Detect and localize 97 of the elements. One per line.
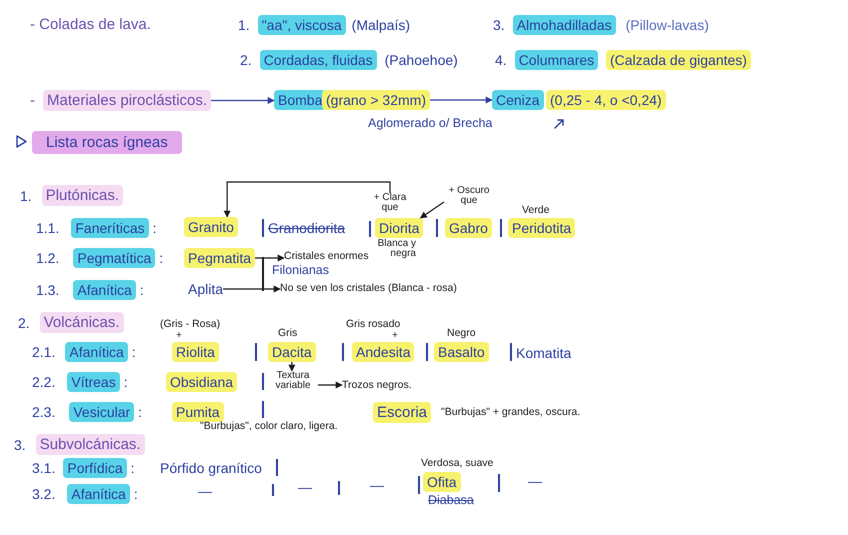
list-number: 2.2. xyxy=(32,373,56,391)
highlighted-heading: Plutónicas. xyxy=(42,185,124,206)
list-number: 3. xyxy=(14,436,26,454)
arrow xyxy=(430,96,493,104)
highlighted-term: Almohadilladas xyxy=(512,15,616,35)
annotation-text: (Pahoehoe) xyxy=(384,51,458,69)
annotation-text: Verdosa, suave xyxy=(421,458,494,469)
annotation-text: (Gris - Rosa) xyxy=(160,319,220,330)
arrow xyxy=(288,362,296,372)
highlighted-term: "aa", viscosa xyxy=(258,15,346,35)
list-number: 2.3. xyxy=(32,403,56,421)
crossed-out-word: Granodiorita xyxy=(268,219,346,237)
highlighted-term: Faneríticas xyxy=(71,218,149,238)
annotation-text: + Oscuro que xyxy=(444,186,494,206)
highlighted-term: Pegmatítica xyxy=(73,248,156,268)
arrow xyxy=(211,97,275,104)
colon-mark: : xyxy=(152,219,156,237)
list-number: 4. xyxy=(495,51,507,69)
highlighted-term: Vítreas xyxy=(67,372,120,392)
highlighted-term: Pumita xyxy=(172,402,224,422)
colon-mark: : xyxy=(138,403,142,421)
highlighted-heading: Subvolcánicas. xyxy=(36,434,145,455)
highlighted-term: Ofita xyxy=(423,472,461,492)
colon-mark: : xyxy=(132,343,136,361)
handwritten-note: Komatita xyxy=(516,344,572,362)
handwritten-note: Filonianas xyxy=(272,263,329,278)
annotation-text: Gris rosado xyxy=(346,319,400,330)
handwritten-note: - Coladas de lava. xyxy=(30,15,151,34)
highlighted-term: Vesicular xyxy=(69,402,134,422)
annotation-text: Negro xyxy=(447,328,476,339)
highlighted-term: Granito xyxy=(184,217,238,237)
highlighted-term: Dacita xyxy=(268,342,316,362)
list-number: 3.1. xyxy=(32,459,56,477)
highlighted-heading: Volcánicas. xyxy=(40,312,124,333)
colon-mark: : xyxy=(134,485,138,503)
annotation-text: (Pillow-lavas) xyxy=(626,16,709,34)
highlighted-term: Ceniza xyxy=(492,90,544,110)
dash-mark: — xyxy=(298,478,312,496)
highlighted-term: (grano > 32mm) xyxy=(322,90,430,110)
annotation-text: Textura variable xyxy=(268,371,318,391)
handwritten-note: Aplita xyxy=(188,280,224,298)
highlighted-term: Gabro xyxy=(445,218,492,238)
highlighted-term: Columnares xyxy=(514,50,598,70)
highlighted-term: Obsidiana xyxy=(166,372,238,392)
list-number: 3.2. xyxy=(32,485,56,503)
annotation-text: Verde xyxy=(522,205,550,216)
bullet-dash: - xyxy=(30,91,35,110)
colon-mark: : xyxy=(124,373,128,391)
annotation-text: Trozos negros. xyxy=(342,380,412,391)
annotation-text: No se ven los cristales (Blanca - rosa) xyxy=(280,283,457,294)
plus-sign: + xyxy=(392,331,398,341)
arrow xyxy=(420,202,444,218)
list-number: 2. xyxy=(240,51,252,69)
highlighted-heading: Lista rocas ígneas xyxy=(32,131,182,154)
colon-mark: : xyxy=(159,249,164,267)
annotation-text: Gris xyxy=(278,328,298,339)
list-number: 3. xyxy=(493,16,505,34)
highlighted-term: Cordadas, fluidas xyxy=(260,50,377,70)
arrow xyxy=(255,254,285,262)
colon-mark: : xyxy=(140,281,144,299)
highlighted-term: Peridotita xyxy=(508,218,576,238)
highlighted-term: (0,25 - 4, o <0,24) xyxy=(546,90,666,110)
arrow xyxy=(223,286,281,292)
plus-sign: + xyxy=(176,331,182,341)
annotation-text: "Burbujas" + grandes, oscura. xyxy=(441,407,580,418)
list-number: 2.1. xyxy=(32,343,56,361)
highlighted-term: Pegmatita xyxy=(184,248,256,268)
dash-mark: — xyxy=(528,472,542,490)
annotation-text: (Malpaís) xyxy=(352,16,410,34)
list-number: 2. xyxy=(18,314,30,332)
annotation-text: "Burbujas", color claro, ligera. xyxy=(200,421,338,432)
highlighted-term: (Calzada de gigantes) xyxy=(606,50,751,70)
list-number: 1.2. xyxy=(36,249,60,267)
crossed-out-word: Diabasa xyxy=(428,493,474,508)
list-number: 1.3. xyxy=(36,281,60,299)
list-number: 1. xyxy=(238,16,250,34)
highlighted-term: Riolita xyxy=(172,342,219,362)
handwritten-note: Pórfido granítico xyxy=(160,459,262,477)
arrow xyxy=(224,181,391,218)
dash-mark: — xyxy=(370,476,384,494)
list-number: 1.1. xyxy=(36,219,60,237)
highlighted-term: Andesita xyxy=(352,342,414,362)
highlighted-term: Afanítica xyxy=(73,280,136,300)
highlighted-heading: Materiales piroclásticos. xyxy=(43,90,212,111)
dash-mark: — xyxy=(198,482,212,500)
list-number: 1. xyxy=(20,186,32,204)
highlighted-term: Porfídica xyxy=(63,458,127,478)
handwritten-note: Aglomerado o/ Brecha xyxy=(368,116,492,131)
highlighted-term: Afanítica xyxy=(65,342,128,362)
arrow xyxy=(318,382,343,388)
highlighted-term: Diorita xyxy=(375,218,424,238)
highlighted-term: Basalto xyxy=(434,342,489,362)
colon-mark: : xyxy=(130,459,134,477)
annotation-text: + Clara que xyxy=(366,193,414,213)
highlighted-term: Afanítica xyxy=(67,484,130,504)
annotation-text: Cristales enormes xyxy=(284,251,369,262)
highlighted-term: Escoria xyxy=(373,402,432,423)
